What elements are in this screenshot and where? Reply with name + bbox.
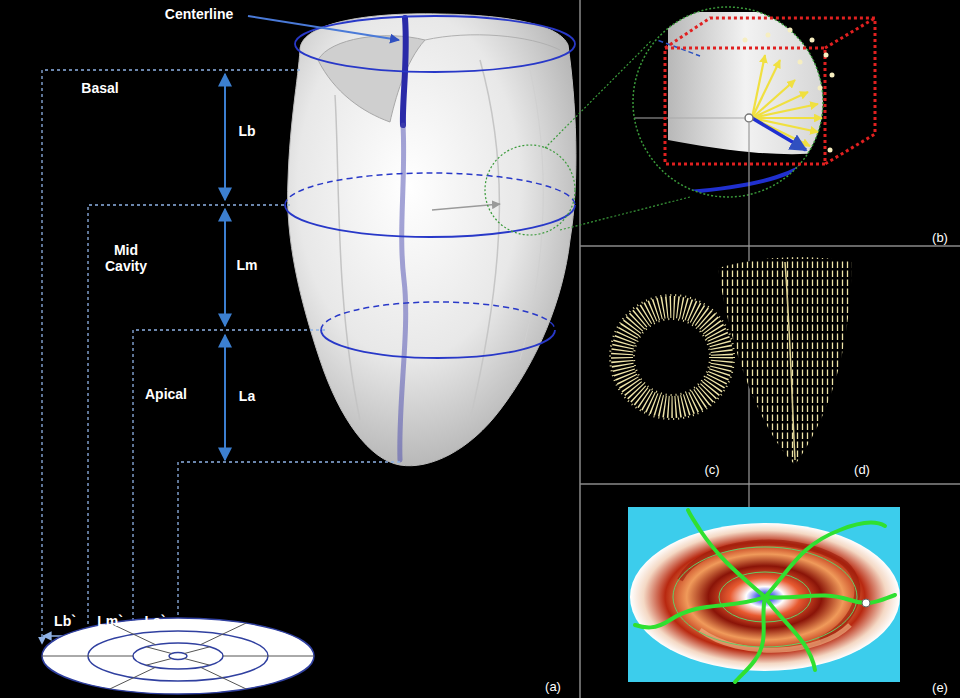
polar-map bbox=[628, 507, 900, 682]
section-ring bbox=[285, 205, 575, 237]
projection-line bbox=[133, 330, 325, 644]
dimension-arrow bbox=[224, 335, 226, 460]
dimension-label: Lb` bbox=[54, 613, 76, 629]
leader-arrow bbox=[248, 16, 399, 40]
section-ring bbox=[321, 330, 555, 358]
zoom-view bbox=[630, 7, 875, 198]
panel-letter: (e) bbox=[932, 680, 948, 695]
normals-volume bbox=[718, 257, 852, 465]
projection-line bbox=[178, 462, 400, 644]
centerline-curve bbox=[400, 125, 406, 460]
ventricle-surface bbox=[288, 14, 576, 466]
panel-letter: (d) bbox=[854, 463, 870, 478]
zoom-leader bbox=[560, 197, 690, 230]
region-label: Mid Cavity bbox=[96, 242, 156, 274]
bullseye-plot bbox=[42, 618, 314, 694]
projection-line bbox=[42, 70, 300, 644]
panel-divider bbox=[580, 483, 960, 485]
normals-ring bbox=[610, 295, 734, 419]
dimension-label: Lb bbox=[238, 123, 255, 139]
region-label: Apical bbox=[145, 386, 187, 402]
panel-letter: (b) bbox=[932, 231, 948, 246]
region-label: Basal bbox=[81, 80, 118, 96]
section-ring bbox=[321, 302, 555, 330]
panel-letter: (c) bbox=[704, 463, 719, 478]
section-ring bbox=[295, 16, 575, 72]
dimension-label: La bbox=[239, 388, 255, 404]
section-ring bbox=[285, 173, 575, 205]
panel-divider bbox=[580, 245, 960, 247]
panel-letter: (a) bbox=[545, 680, 561, 695]
projection-line bbox=[88, 205, 290, 644]
dimension-arrow bbox=[224, 209, 226, 326]
zoom-circle bbox=[485, 145, 575, 235]
dimension-label: Lm bbox=[237, 257, 258, 273]
callout-label: Centerline bbox=[165, 6, 233, 22]
panel-divider bbox=[579, 0, 581, 698]
dimension-label: Lm` bbox=[97, 613, 123, 629]
dimension-arrow bbox=[224, 74, 226, 200]
dimension-label: La` bbox=[145, 613, 166, 629]
